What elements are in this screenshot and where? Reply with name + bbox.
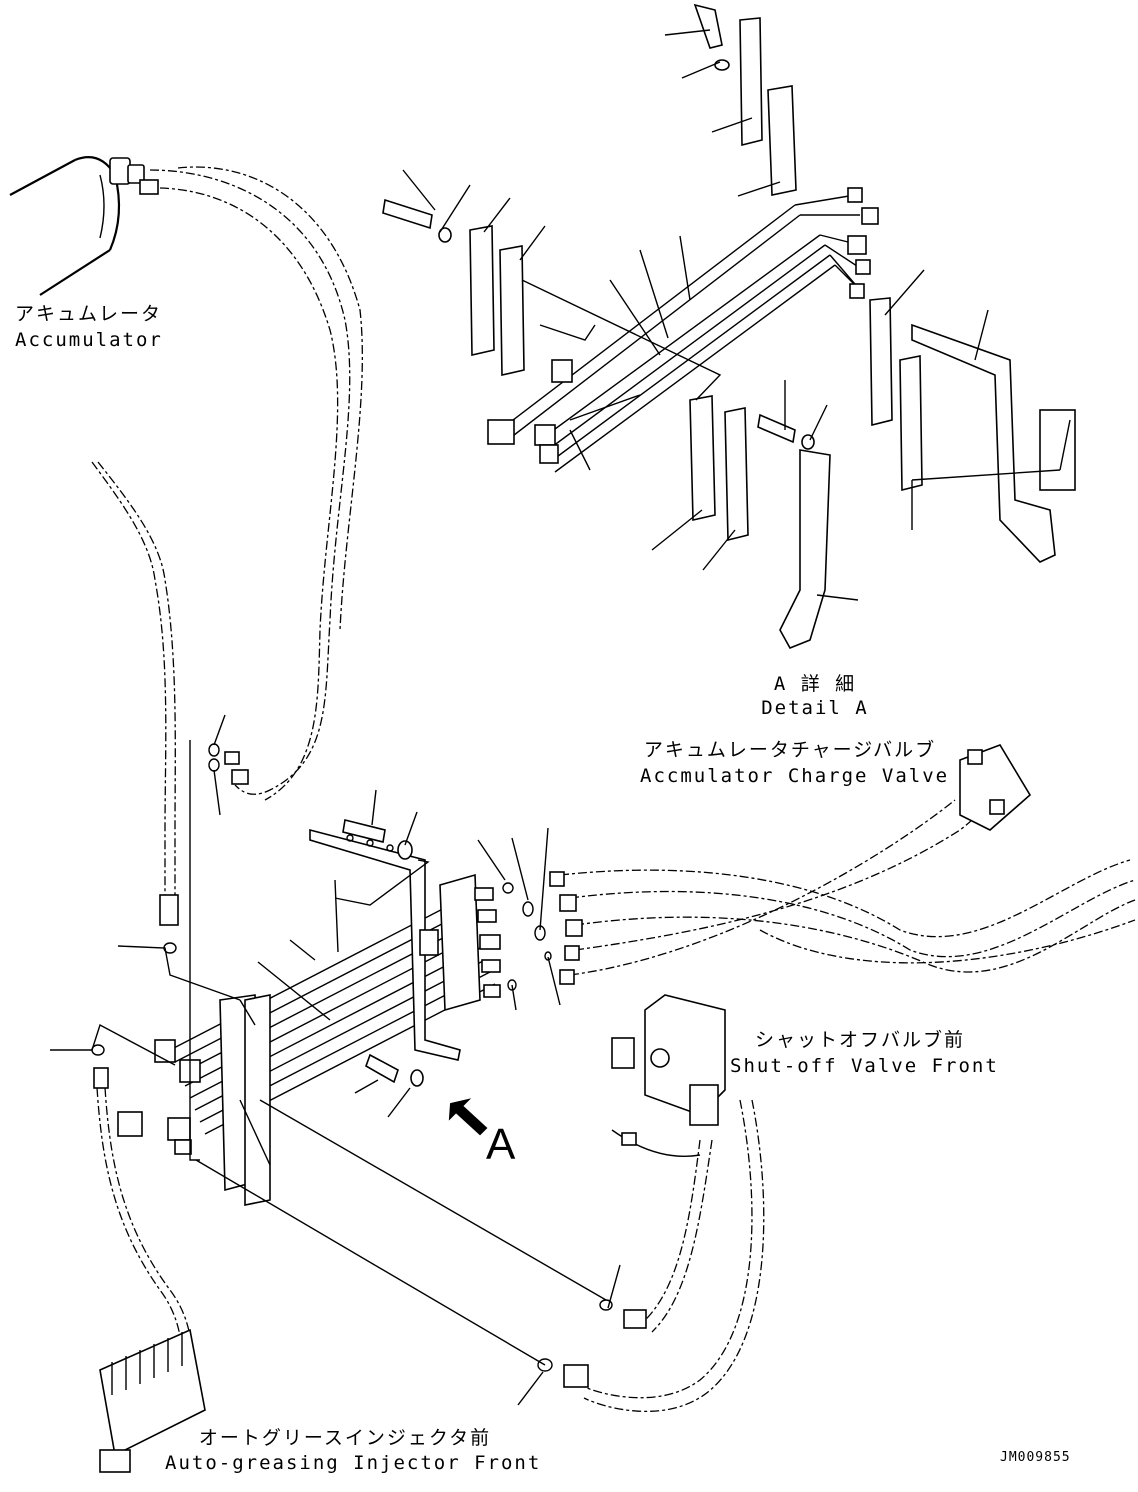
injector-label-jp: オートグリースインジェクタ前 <box>198 1427 492 1449</box>
shutoff-valve-label-jp: シャットオフバルブ前 <box>754 1029 965 1051</box>
shutoff-valve-label-en: Shut-off Valve Front <box>730 1055 999 1077</box>
shutoff-valve-body <box>611 994 726 1157</box>
detail-a-brackets <box>779 323 1076 650</box>
injector-hose <box>91 461 193 1351</box>
accumulator-label-jp: アキュムレータ <box>15 303 163 325</box>
detail-a-clamps <box>469 17 923 542</box>
charge-valve-hoses <box>549 789 1136 985</box>
accumulator-body <box>9 156 159 296</box>
pipe-block-left <box>117 994 271 1206</box>
shutoff-hoses <box>563 1099 765 1412</box>
drawing-number: JM009855 <box>1000 1450 1071 1465</box>
leader-lines <box>50 29 1071 1406</box>
injector-label-en: Auto-greasing Injector Front <box>165 1452 542 1474</box>
detail-a-pipes <box>487 187 879 473</box>
injector-block <box>99 1328 206 1473</box>
accumulator-hoses <box>149 166 363 801</box>
main-bracket <box>309 828 461 1061</box>
detail-a-label-en: Detail A <box>761 697 869 719</box>
charge-valve-label-en: Accmulator Charge Valve <box>640 765 950 787</box>
charge-valve-body <box>959 744 1032 831</box>
small-parts-main <box>91 743 613 1372</box>
view-arrow-letter: A <box>486 1120 516 1169</box>
charge-valve-label-jp: アキュムレータチャージバルブ <box>643 739 937 761</box>
detail-a-label-jp: A 詳 細 <box>773 673 857 695</box>
view-arrow <box>448 1098 488 1136</box>
accumulator-label-en: Accumulator <box>15 329 163 351</box>
main-pipe-bundle <box>169 899 496 1135</box>
pipe-block-right <box>439 873 501 1012</box>
